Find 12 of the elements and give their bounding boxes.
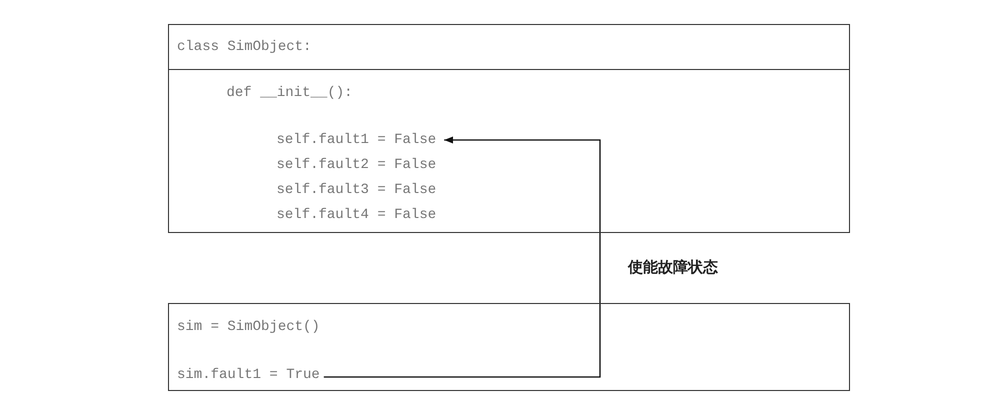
- edge-label: 使能故障状态: [626, 258, 720, 277]
- class-box: [168, 24, 850, 233]
- code-line: sim.fault1 = True: [177, 366, 320, 384]
- code-line: def __init__():: [226, 84, 353, 102]
- arrow: [324, 136, 601, 378]
- code-line: sim = SimObject(): [177, 318, 320, 336]
- code-line: self.fault2 = False: [276, 156, 436, 174]
- code-line: self.fault3 = False: [276, 181, 436, 199]
- code-line: class SimObject:: [177, 38, 312, 56]
- code-line: self.fault4 = False: [276, 206, 436, 224]
- code-line: self.fault1 = False: [276, 131, 436, 149]
- code-box: [168, 303, 850, 391]
